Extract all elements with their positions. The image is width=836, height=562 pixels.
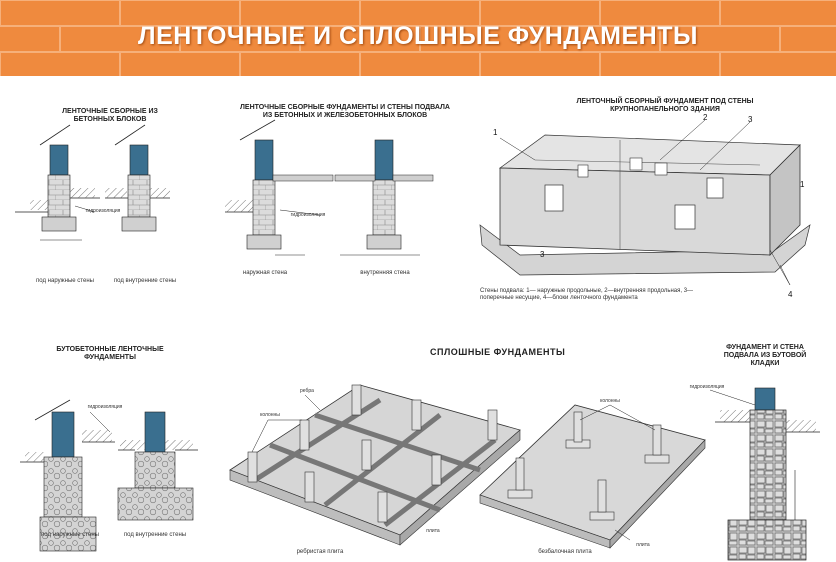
panel-1-waterproofing-label: гидроизоляция: [85, 208, 121, 214]
brick: [600, 0, 720, 26]
brick: [600, 52, 720, 76]
brick: [480, 52, 600, 76]
panel-5-ribs-label: ребра: [300, 388, 314, 394]
panel-3-number: 2: [703, 113, 708, 122]
panel-6-waterproofing-label: гидроизоляция: [689, 384, 725, 390]
panel-3-drawing: [479, 119, 811, 286]
panel-5-heading: СПЛОШНЫЕ ФУНДАМЕНТЫ: [430, 347, 566, 357]
panel-1-caption-inner: под внутренние стены: [113, 278, 177, 284]
brick: [360, 0, 480, 26]
panel-2-drawing: [225, 119, 434, 256]
panel-6-drawing: [709, 387, 820, 561]
brick: [0, 26, 60, 52]
brick: [780, 26, 836, 52]
panel-2-heading: ЛЕНТОЧНЫЕ СБОРНЫЕ ФУНДАМЕНТЫ И СТЕНЫ ПОД…: [240, 104, 450, 119]
brick: [660, 26, 780, 52]
panel-3-number: 1: [800, 180, 805, 189]
panel-4-caption-inner: под внутренние стены: [123, 532, 187, 538]
panel-2-waterproofing-label: гидроизоляция: [290, 212, 326, 218]
page-title: ЛЕНТОЧНЫЕ И СПЛОШНЫЕ ФУНДАМЕНТЫ: [138, 22, 698, 50]
brick: [720, 0, 836, 26]
brick: [0, 0, 120, 26]
brick: [60, 26, 180, 52]
panel-2-caption-outer: наружная стена: [242, 270, 288, 276]
brick: [300, 26, 420, 52]
panel-4-heading: БУТОБЕТОННЫЕ ЛЕНТОЧНЫЕ ФУНДАМЕНТЫ: [56, 346, 164, 361]
panel-3-number: 3: [748, 115, 753, 124]
brick: [420, 26, 540, 52]
panel-1-heading: ЛЕНТОЧНЫЕ СБОРНЫЕ ИЗ БЕТОННЫХ БЛОКОВ: [62, 108, 158, 123]
panel-5-ribbed-drawing: [229, 384, 521, 546]
brick: [720, 52, 836, 76]
panel-3-number: 1: [493, 128, 498, 137]
brick: [240, 52, 360, 76]
panel-2-caption-inner: внутренняя стена: [360, 270, 410, 276]
panel-4-drawing: [20, 399, 198, 552]
panel-5-slab-label: плита: [426, 528, 440, 534]
panel-4-waterproofing-label: гидроизоляция: [87, 404, 123, 410]
brick: [240, 0, 360, 26]
panel-3-number: 4: [788, 290, 793, 299]
panel-1-caption-outer: под наружные стены: [36, 278, 94, 284]
brick: [480, 0, 600, 26]
brick: [360, 52, 480, 76]
brick: [120, 52, 240, 76]
panel-5-slab-label-2: плита: [636, 542, 650, 548]
panel-5-columns-label: колонны: [260, 412, 280, 418]
panel-5-caption-beamless: безбалочная плита: [538, 549, 592, 555]
panel-3-heading: ЛЕНТОЧНЫЙ СБОРНЫЙ ФУНДАМЕНТ ПОД СТЕНЫ КР…: [576, 98, 754, 113]
brick: [180, 26, 300, 52]
title-banner: ЛЕНТОЧНЫЕ И СПЛОШНЫЕ ФУНДАМЕНТЫ: [0, 0, 836, 76]
brick: [120, 0, 240, 26]
brick: [0, 52, 120, 76]
panel-3-number: 3: [540, 250, 545, 259]
panel-4-caption-outer: под наружные стены: [41, 532, 99, 538]
panel-6-heading: ФУНДАМЕНТ И СТЕНА ПОДВАЛА ИЗ БУТОВОЙ КЛА…: [723, 344, 807, 367]
panel-1-drawing: [15, 124, 170, 241]
panel-5-beamless-drawing: [479, 404, 706, 549]
brick: [540, 26, 660, 52]
panel-3-legend: Стены подвала: 1— наружные продольные, 2…: [480, 288, 694, 301]
panel-5-columns-label-2: колонны: [600, 398, 620, 404]
panel-5-caption-ribbed: ребристая плита: [296, 549, 344, 555]
